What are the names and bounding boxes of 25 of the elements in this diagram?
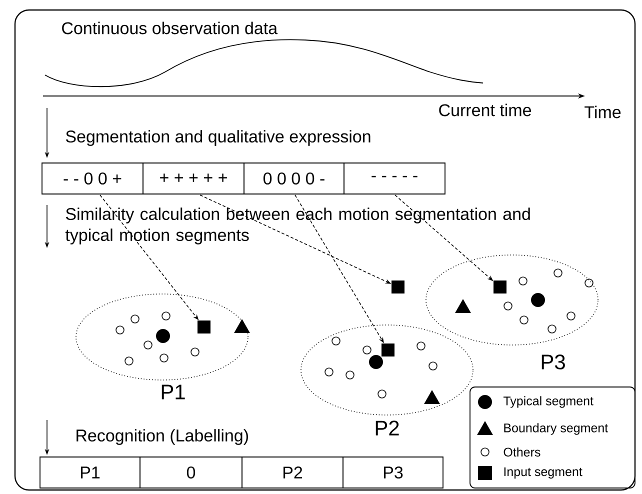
- node-label: P1: [162, 384, 185, 400]
- label: Time: [584, 106, 621, 118]
- input-square: [494, 280, 506, 294]
- node-label: P2: [376, 420, 399, 436]
- label-cell: P1: [40, 456, 140, 488]
- label-cell: P3: [342, 456, 444, 488]
- segment-cell: + + + + +: [142, 162, 244, 194]
- segment-cell: 0 0 0 0 -: [244, 162, 344, 194]
- input-square: [392, 280, 404, 294]
- node-label: P3: [542, 354, 565, 370]
- label: Continuous observation data: [62, 22, 278, 34]
- label-cell: 0: [140, 456, 242, 488]
- legend-item: Typical segment: [478, 395, 594, 409]
- input-square: [382, 344, 394, 356]
- segment-cell: - - 0 0 +: [42, 162, 144, 194]
- label: Segmentation and qualitative expression: [66, 130, 370, 146]
- legend-item: Others: [480, 447, 540, 457]
- label-cell: P2: [242, 456, 344, 488]
- legend-item: Boundary segment: [477, 421, 608, 435]
- legend-item: Input segment: [478, 466, 582, 480]
- input-square: [198, 320, 210, 334]
- label: Recognition (Labelling): [76, 429, 248, 445]
- label: Similarity calculation between each motion segmentation and typical motion segments: [65, 208, 530, 244]
- label: Current time: [439, 104, 532, 116]
- segment-cell: - - - - -: [344, 162, 446, 194]
